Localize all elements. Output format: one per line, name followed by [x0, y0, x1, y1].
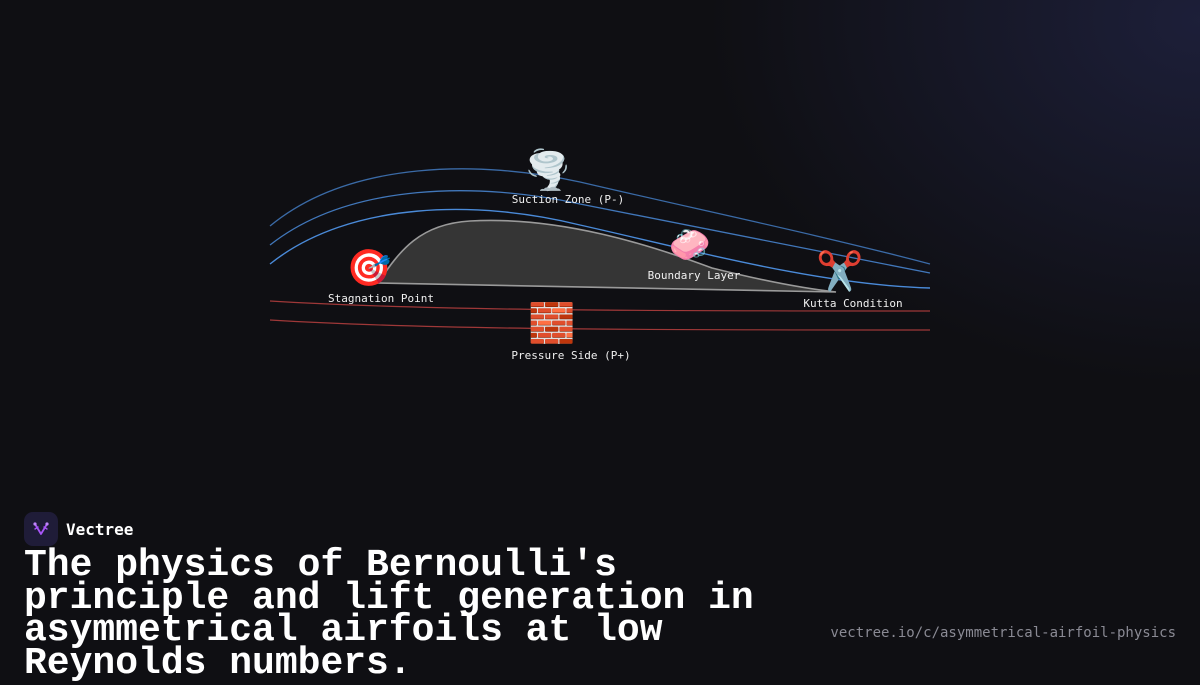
upper-streamline-3 — [269, 208, 931, 289]
target-icon: 🎯 — [347, 248, 392, 289]
kutta-condition-label: Kutta Condition — [803, 297, 902, 310]
vectree-logo-icon — [24, 512, 58, 546]
suction-zone-label: Suction Zone (P-) — [512, 193, 625, 206]
airfoil-shape — [376, 219, 837, 293]
stagnation-point-label: Stagnation Point — [328, 292, 434, 305]
scissors-icon: ✂️ — [816, 248, 863, 293]
brand: Vectree — [24, 512, 133, 546]
headline: The physics of Bernoulli's principle and… — [24, 544, 754, 685]
page-url: vectree.io/c/asymmetrical-airfoil-physic… — [830, 625, 1176, 641]
upper-streamline-1 — [269, 168, 931, 265]
lower-streamline-1 — [269, 300, 931, 312]
boundary-layer-label: Boundary Layer — [648, 269, 741, 282]
lower-streamline-2 — [269, 319, 931, 331]
pressure-side-label: Pressure Side (P+) — [511, 349, 630, 362]
brand-name: Vectree — [66, 519, 134, 539]
upper-streamline-2 — [269, 190, 931, 274]
tornado-icon: 🌪️ — [524, 147, 571, 193]
soap-icon: 🧼 — [669, 225, 711, 265]
brick-icon: 🧱 — [528, 301, 575, 345]
